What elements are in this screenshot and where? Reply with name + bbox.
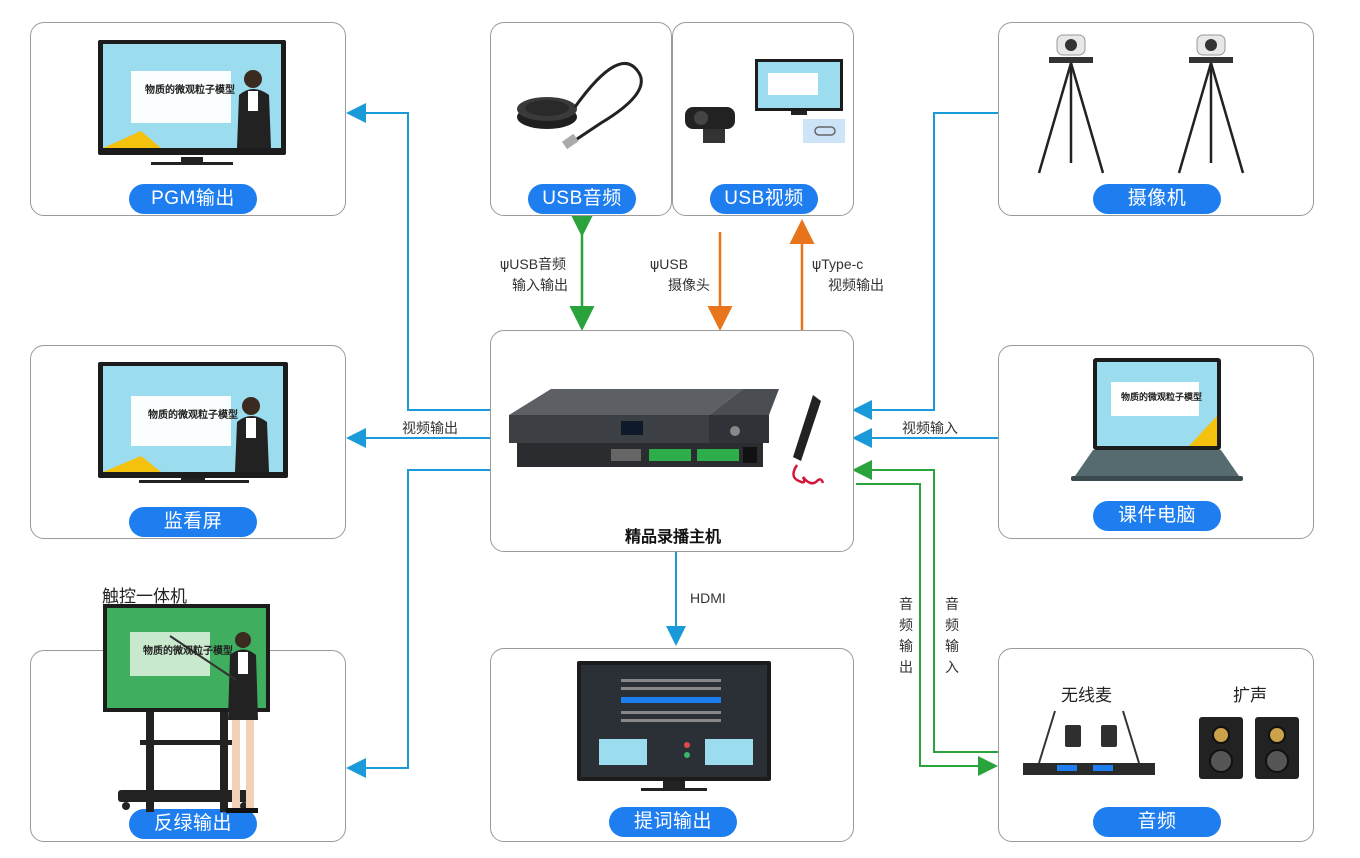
camera-label: 摄像机 [1093,184,1221,214]
laptop-icon [1071,358,1243,481]
audio-in-label: 音频输入 [945,596,959,675]
audio-card: 无线麦 扩声 音频 [998,648,1314,842]
audio-out-label: 音频输出 [899,596,913,675]
monitor-label: 监看屏 [129,507,257,537]
host-label: 精品录播主机 [624,529,721,546]
pgm-screen-title: 物质的微观粒子模型 [145,85,235,96]
tv-icon [98,40,286,165]
usb-video-label: USB视频 [710,184,818,214]
line-camera-host [852,112,998,420]
usb-icon: ψ [812,257,822,273]
usb-icon: ψ [650,257,660,273]
line-audio-host [852,460,998,753]
laptop-label: 课件电脑 [1093,501,1221,531]
line-host-pgm [346,103,490,411]
tripod-camera-icon [1037,34,1245,174]
camera-card: 摄像机 [998,22,1314,216]
line-host-green [346,469,490,778]
speakerphone-icon [517,62,643,150]
typec-link-label: ψType-c 视频输出 [812,256,884,293]
pgm-card: 物质的微观粒子模型 PGM输出 [30,22,346,216]
video-in-label: 视频输入 [902,420,958,436]
pgm-label: PGM输出 [129,184,257,214]
usb-audio-link-label: ψUSB音频 输入输出 [500,256,568,293]
host-card: 精品录播主机 [490,330,854,552]
mic-label: 无线麦 [1061,686,1112,705]
laptop-card: 物质的微观粒子模型 课件电脑 [998,345,1314,539]
prompter-screen-icon [577,661,771,791]
prompter-card: 提词输出 [490,648,854,842]
usb-camera-link-label: ψUSB 摄像头 [650,256,710,293]
laptop-screen-title: 物质的微观粒子模型 [1121,392,1203,402]
usb-audio-label: USB音频 [528,184,636,214]
video-out-label: 视频输出 [402,420,458,436]
greenscreen-label: 反绿输出 [129,809,257,839]
greenscreen-screen-title: 物质的微观粒子模型 [143,646,233,657]
audio-equipment-icon [1023,710,1299,779]
usb-audio-card: USB音频 [490,22,672,216]
monitor-card: 物质的微观粒子模型 监看屏 [30,345,346,539]
webcam-icon [685,59,845,143]
audio-label: 音频 [1093,807,1221,837]
recorder-host-icon [509,389,825,485]
usb-icon: ψ [500,257,510,273]
usb-video-card: USB视频 [672,22,854,216]
monitor-icon [98,362,288,483]
greenscreen-title: 触控一体机 [102,587,187,606]
line-host-audio [856,483,998,776]
hdmi-label: HDMI [690,590,726,606]
speaker-label: 扩声 [1233,686,1267,705]
prompter-label: 提词输出 [609,807,737,837]
monitor-screen-title: 物质的微观粒子模型 [148,410,238,421]
